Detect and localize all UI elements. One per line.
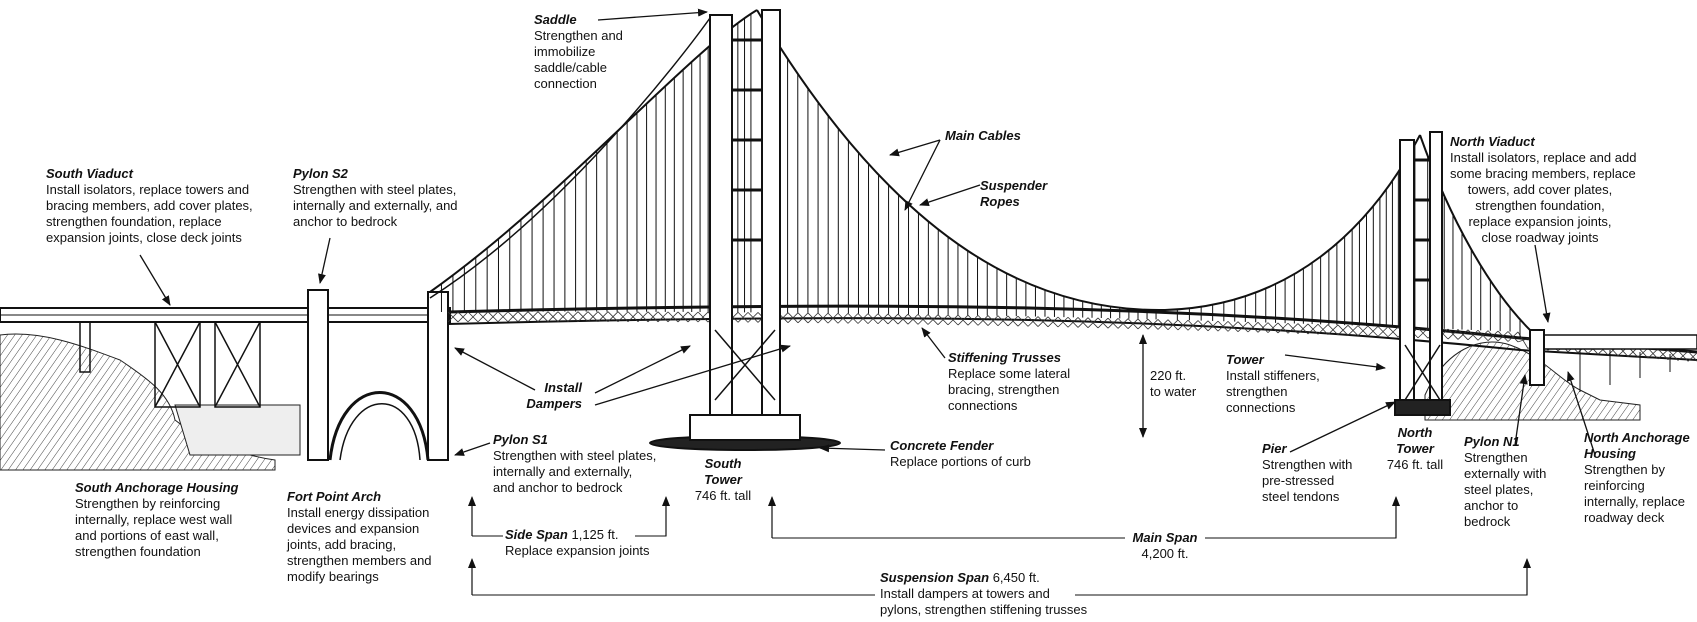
arrow-pylon-s1: [454, 442, 491, 456]
label-install-dampers: Install Dampers: [526, 380, 582, 411]
arrow-north-anchorage: [1566, 371, 1596, 456]
label-main-cables: Main Cables: [945, 128, 1021, 143]
fort-point-arch-shape: [328, 391, 430, 461]
label-north-viaduct: North Viaduct Install isolators, replace…: [1450, 134, 1637, 245]
arrow-pylon-s2: [318, 237, 331, 284]
label-saddle: Saddle Strengthen and immobilize saddle/…: [534, 12, 623, 91]
label-pylon-n1: Pylon N1 Strengthen externally with stee…: [1464, 434, 1547, 529]
label-south-viaduct: South Viaduct Install isolators, replace…: [46, 166, 253, 245]
arrow-saddle: [597, 8, 708, 21]
label-suspender-ropes: Suspender Ropes: [980, 178, 1048, 209]
pylon-n1-shape: [1529, 329, 1545, 386]
arrow-main-cables-2: [904, 139, 941, 211]
pylon-s2-shape: [307, 289, 329, 461]
arrow-pylon-n1: [1514, 374, 1528, 446]
north-viaduct-deck: [1529, 334, 1697, 350]
label-side-span: Side Span 1,125 ft. Replace expansion jo…: [505, 527, 650, 558]
pylon-s1-shape: [427, 291, 449, 461]
arrow-tower-north: [1284, 354, 1386, 371]
label-north-tower: North Tower 746 ft. tall: [1386, 425, 1444, 472]
arrow-dampers-1: [454, 347, 536, 391]
label-north-anchorage: North Anchorage Housing Strengthen by re…: [1584, 430, 1690, 525]
label-fort-point-arch: Fort Point Arch Install energy dissipati…: [287, 489, 432, 584]
south-anchorage-housing-shape: [174, 404, 301, 456]
label-south-tower: South Tower 746 ft. tall: [694, 456, 752, 503]
arrow-stiffening: [921, 327, 946, 359]
label-clearance: 220 ft. to water: [1150, 368, 1197, 399]
arrow-south-viaduct: [139, 254, 171, 306]
arrow-main-cables-1: [889, 139, 941, 157]
label-main-span: Main Span 4,200 ft.: [1132, 530, 1198, 561]
label-pier: Pier Strengthen with pre-stressed steel …: [1262, 441, 1353, 504]
label-concrete-fender: Concrete Fender Replace portions of curb: [890, 438, 1031, 469]
label-pylon-s2: Pylon S2 Strengthen with steel plates, i…: [293, 166, 458, 229]
main-cable-main-span: [756, 9, 1421, 312]
arrow-dampers-3: [594, 344, 791, 406]
label-suspension-span: Suspension Span 6,450 ft. Install damper…: [880, 570, 1088, 617]
main-span-line: [771, 500, 1397, 539]
label-pylon-s1: Pylon S1 Strengthen with steel plates, i…: [493, 432, 657, 495]
label-tower-north: Tower Install stiffeners, strengthen con…: [1226, 352, 1320, 415]
arrow-suspender: [919, 184, 981, 206]
label-south-anchorage: South Anchorage Housing Strengthen by re…: [75, 480, 239, 559]
label-stiffening-trusses: Stiffening Trusses Replace some lateral …: [948, 350, 1071, 413]
south-tower-shape: [649, 9, 841, 451]
south-viaduct-towers: [79, 321, 261, 408]
arrow-dampers-2: [594, 345, 691, 394]
arrow-fender: [819, 444, 886, 453]
arrow-north-viaduct: [1534, 244, 1551, 323]
north-tower-shape: [1394, 131, 1451, 416]
arrow-pier: [1289, 401, 1396, 453]
